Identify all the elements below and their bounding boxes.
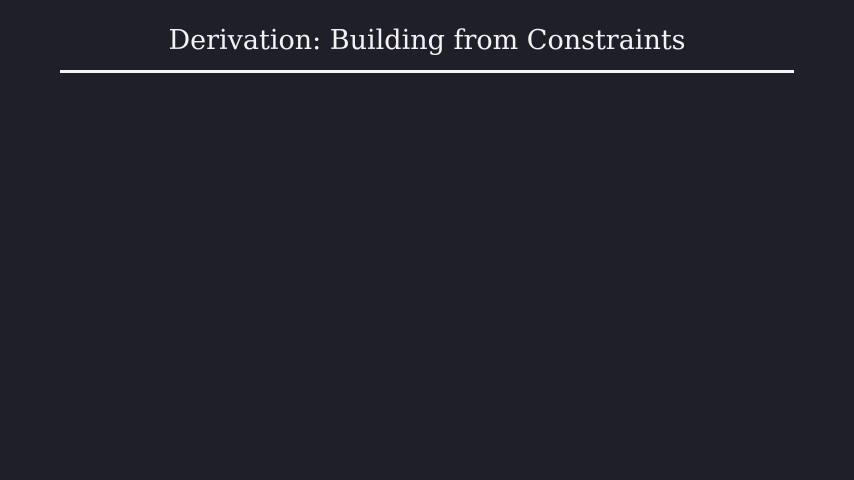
title-underline [60,70,794,73]
slide-title: Derivation: Building from Constraints [168,25,686,56]
